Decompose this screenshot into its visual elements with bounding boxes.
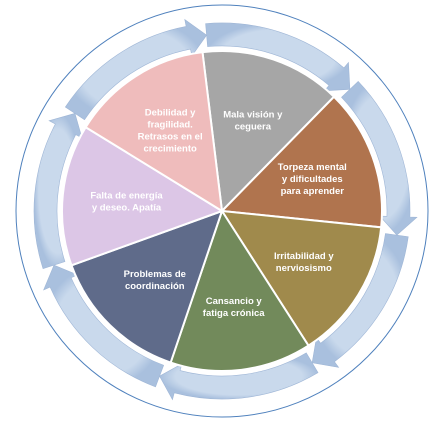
segment-label-line: Retrasos en el [138, 132, 203, 143]
cycle-segment [61, 125, 225, 267]
segment-label-line: Irritabilidad y [274, 251, 334, 262]
cycle-segment [219, 95, 383, 229]
segment-label-line: Cansancio y [206, 296, 263, 307]
segment-label-line: y deseo. Apatía [92, 203, 162, 214]
segment-label-line: ceguera [235, 122, 272, 133]
arrow-ring [33, 18, 418, 401]
ring-arrow [64, 18, 208, 121]
segment-label-line: Debilidad y [145, 108, 196, 119]
segment-label-line: fatiga crónica [203, 308, 265, 319]
segment-label-line: coordinación [125, 281, 185, 292]
segment-label-line: Torpeza mental [278, 162, 347, 173]
segment-label-line: Falta de energía [90, 191, 163, 202]
segment-label-line: para aprender [281, 186, 345, 197]
segment-label-line: crecimiento [143, 144, 197, 155]
cycle-segment [220, 209, 383, 348]
cycle-segment [70, 209, 224, 364]
segment-label-line: Problemas de [124, 269, 186, 280]
cycle-segment [201, 50, 336, 214]
segment-label-line: y dificultades [282, 174, 343, 185]
cycle-segment [84, 51, 224, 213]
segment-label-line: Mala visión y [223, 110, 283, 121]
segment-label-line: nerviosismo [276, 263, 332, 274]
segment-group [61, 50, 383, 372]
cycle-segment [169, 208, 310, 372]
segment-label-line: fragilidad. [147, 120, 192, 131]
